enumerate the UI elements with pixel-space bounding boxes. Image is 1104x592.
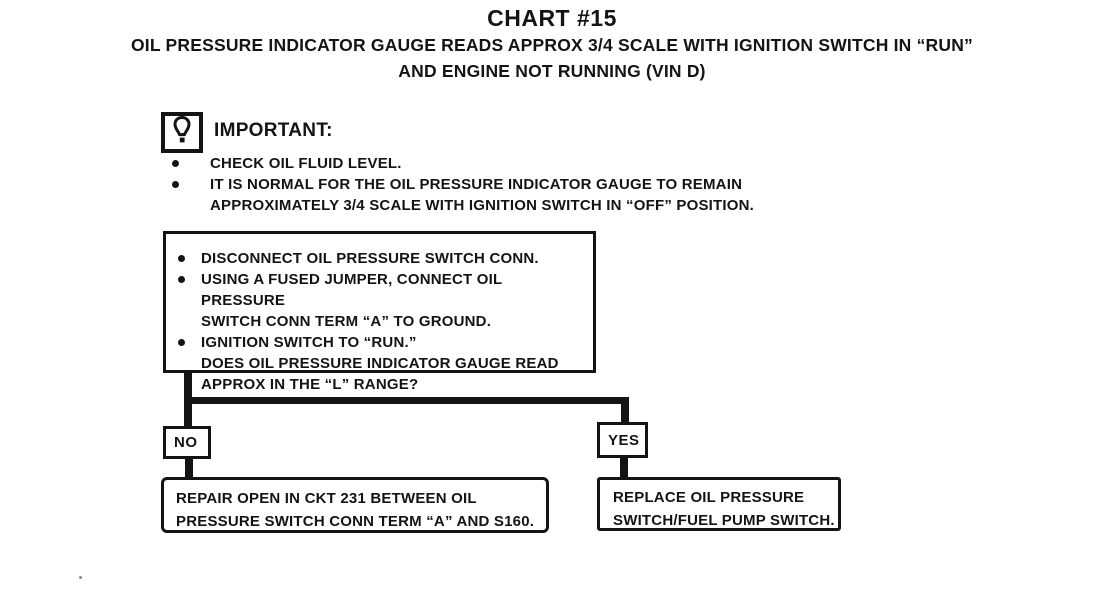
chart-subtitle-line2: AND ENGINE NOT RUNNING (VIN D) bbox=[398, 61, 706, 81]
important-bullet: CHECK OIL FLUID LEVEL. bbox=[172, 153, 754, 174]
important-callout-box bbox=[161, 112, 203, 153]
decision-bullet-text: SWITCH CONN TERM “A” TO GROUND. bbox=[201, 313, 492, 330]
decision-bullet-continuation: SWITCH CONN TERM “A” TO GROUND. bbox=[178, 311, 587, 332]
chart-subtitle-line1: OIL PRESSURE INDICATOR GAUGE READS APPRO… bbox=[130, 35, 973, 55]
bullet-dot-icon bbox=[178, 276, 185, 283]
no-branch-box: NO bbox=[163, 426, 211, 459]
bullet-dot-icon bbox=[172, 160, 179, 167]
decision-bullet: DISCONNECT OIL PRESSURE SWITCH CONN. bbox=[178, 248, 587, 269]
no-result-text: REPAIR OPEN IN CKT 231 BETWEEN OIL bbox=[176, 490, 477, 507]
yes-result-text: SWITCH/FUEL PUMP SWITCH. bbox=[613, 512, 835, 529]
connector-line-vertical-right bbox=[621, 397, 629, 424]
chart-number-title: CHART #15 bbox=[487, 5, 617, 31]
yes-branch-box: YES bbox=[597, 422, 648, 458]
bullet-dot-icon bbox=[178, 339, 185, 346]
decision-bullet-text: IGNITION SWITCH TO “RUN.” bbox=[201, 334, 417, 351]
decision-step-box: DISCONNECT OIL PRESSURE SWITCH CONN. USI… bbox=[163, 231, 596, 393]
important-label: IMPORTANT: bbox=[214, 120, 333, 141]
important-bullet-continuation: APPROXIMATELY 3/4 SCALE WITH IGNITION SW… bbox=[172, 195, 754, 216]
decision-bullet: USING A FUSED JUMPER, CONNECT OIL PRESSU… bbox=[178, 269, 587, 311]
connector-line-yes-to-result bbox=[620, 456, 628, 478]
important-bullet-list: CHECK OIL FLUID LEVEL. IT IS NORMAL FOR … bbox=[172, 153, 754, 216]
bullet-dot-icon bbox=[178, 255, 185, 262]
decision-question-line: APPROX IN THE “L” RANGE? bbox=[178, 374, 587, 395]
decision-bullet-text: APPROX IN THE “L” RANGE? bbox=[201, 376, 419, 393]
no-result-text: PRESSURE SWITCH CONN TERM “A” AND S160. bbox=[176, 513, 535, 530]
bullet-spacer bbox=[178, 360, 185, 367]
decision-bullet-text: DISCONNECT OIL PRESSURE SWITCH CONN. bbox=[201, 250, 539, 267]
decision-bullet-text: DOES OIL PRESSURE INDICATOR GAUGE READ bbox=[201, 355, 559, 372]
yes-result-box: REPLACE OIL PRESSURE SWITCH/FUEL PUMP SW… bbox=[597, 477, 841, 531]
connector-line-no-to-result bbox=[185, 457, 193, 478]
no-branch-label: NO bbox=[174, 434, 198, 451]
bullet-spacer bbox=[178, 318, 185, 325]
decision-bullet: IGNITION SWITCH TO “RUN.” bbox=[178, 332, 587, 353]
scan-artifact-dot bbox=[79, 576, 82, 579]
important-bullet-text: APPROXIMATELY 3/4 SCALE WITH IGNITION SW… bbox=[210, 197, 755, 214]
important-bullet-text: IT IS NORMAL FOR THE OIL PRESSURE INDICA… bbox=[210, 176, 743, 193]
decision-question-line: DOES OIL PRESSURE INDICATOR GAUGE READ bbox=[178, 353, 587, 374]
bullet-dot-icon bbox=[172, 181, 179, 188]
connector-line-horizontal bbox=[184, 397, 629, 404]
important-bullet-text: CHECK OIL FLUID LEVEL. bbox=[210, 155, 402, 172]
no-result-box: REPAIR OPEN IN CKT 231 BETWEEN OIL PRESS… bbox=[161, 477, 549, 533]
important-bullet: IT IS NORMAL FOR THE OIL PRESSURE INDICA… bbox=[172, 174, 754, 195]
exclamation-icon bbox=[165, 114, 199, 152]
yes-result-text: REPLACE OIL PRESSURE bbox=[613, 489, 805, 506]
yes-branch-label: YES bbox=[608, 431, 640, 449]
bullet-spacer bbox=[172, 202, 179, 209]
decision-bullet-text: USING A FUSED JUMPER, CONNECT OIL PRESSU… bbox=[201, 271, 503, 309]
title-block: CHART #15 OIL PRESSURE INDICATOR GAUGE R… bbox=[0, 5, 1104, 84]
